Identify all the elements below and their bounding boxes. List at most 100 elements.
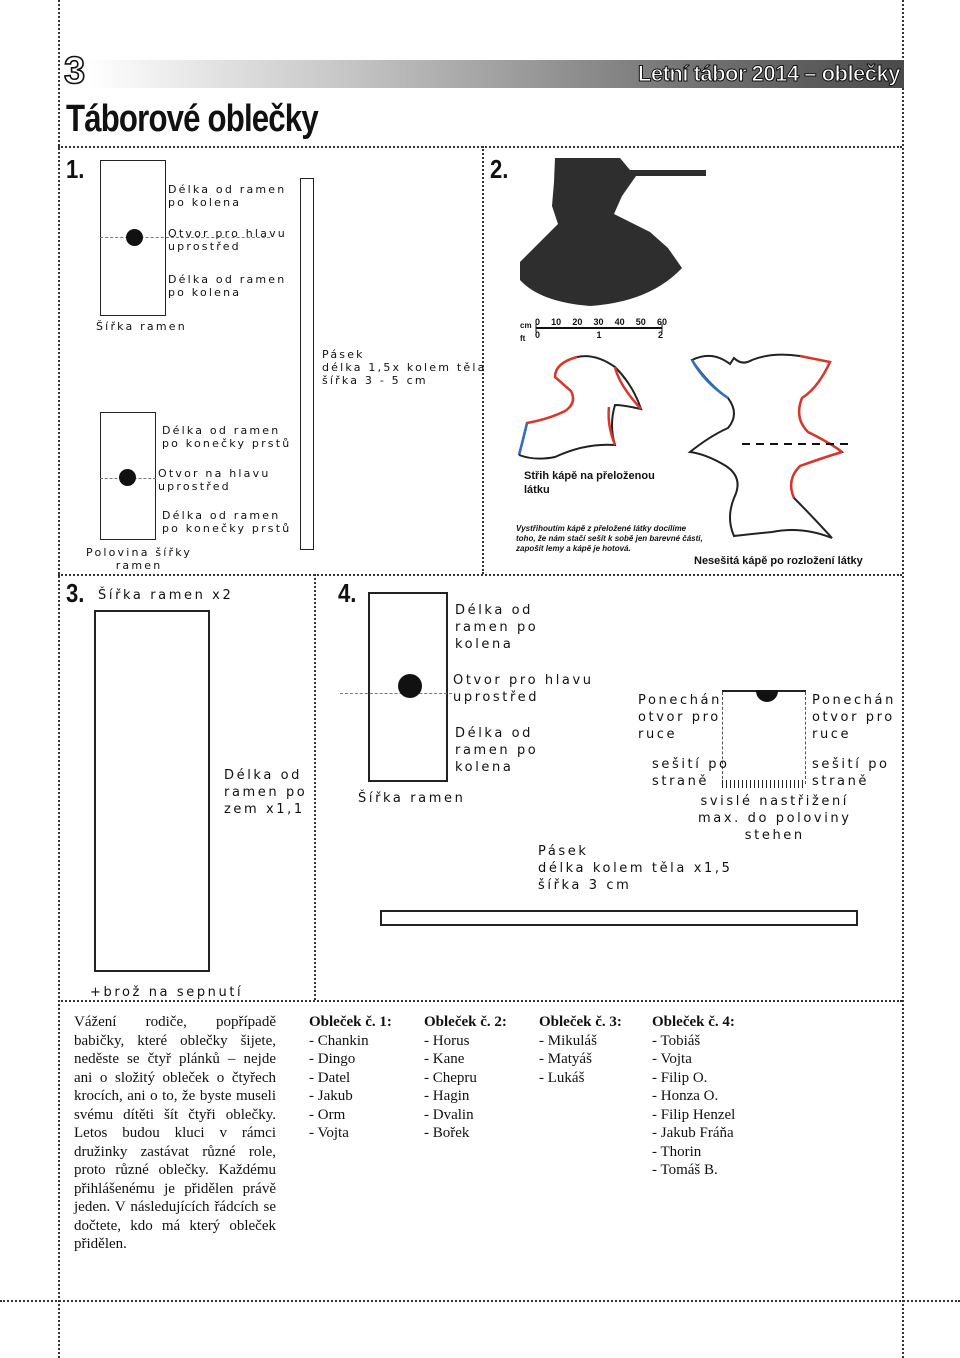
- pattern-3-brooch: +brož na sepnutí: [90, 985, 244, 1000]
- list-item: - Horus: [424, 1032, 470, 1049]
- pattern-4-midline: [340, 693, 452, 694]
- divider-row3: [58, 1000, 902, 1002]
- pattern-2-scale-ticks: 0 10 20 30 40 50 60: [535, 317, 667, 327]
- list-item: - Chepru: [424, 1069, 477, 1086]
- margin-line-left: [58, 0, 60, 1358]
- pattern-4-head-hole: [398, 674, 422, 698]
- pattern-4-front-piece: [722, 690, 806, 788]
- scale-tick: 30: [593, 317, 604, 327]
- assignment-3-title: Obleček č. 3:: [539, 1014, 622, 1030]
- pattern-4-head-hole-label: Otvor pro hlavu uprostřed: [453, 673, 594, 705]
- scale-tick: 0: [535, 317, 541, 327]
- pattern-1-head-hole: [126, 229, 143, 246]
- scale-tick: 10: [551, 317, 562, 327]
- assignment-3: Obleček č. 3: - Mikuláš - Matyáš - Lukáš: [539, 1013, 622, 1087]
- pattern-4-number: 4.: [338, 578, 357, 608]
- scale-ft-tick: 0: [535, 330, 541, 340]
- scale-ft-tick: 1: [596, 330, 602, 340]
- assignment-2: Obleček č. 2: - Horus - Kane - Chepru - …: [424, 1013, 507, 1143]
- assignment-4: Obleček č. 4: - Tobiáš - Vojta - Filip O…: [652, 1013, 735, 1180]
- pattern-2-unfolded-cape: [687, 353, 848, 539]
- list-item: - Dingo: [309, 1051, 356, 1067]
- list-item: - Filip O.: [652, 1069, 708, 1086]
- pattern-4-belt: [380, 910, 858, 926]
- list-item: - Tobiáš: [652, 1032, 701, 1049]
- pattern-3-cloak: [94, 610, 210, 972]
- assignment-2-title: Obleček č. 2:: [424, 1014, 507, 1030]
- pattern-3-length: Délka od ramen po zem x1,1: [224, 768, 308, 817]
- pattern-4-length-bottom: Délka od ramen po kolena: [455, 726, 539, 775]
- list-item: - Matyáš: [539, 1051, 592, 1067]
- assignment-4-title: Obleček č. 4:: [652, 1014, 735, 1030]
- pattern-4-fringe: svislé nastřižení max. do poloviny stehe…: [698, 794, 852, 843]
- section-title: Letní tábor 2014 – oblečky: [637, 61, 901, 87]
- pattern-2-scale-ft-unit: ft: [520, 334, 526, 343]
- intro-text: Vážení rodiče, popřípadě babičky, které …: [74, 1014, 276, 1252]
- pattern-1-number: 1.: [66, 154, 85, 184]
- pattern-4-front-side-left: [722, 692, 723, 784]
- pattern-1-shoulder-width: Šířka ramen: [96, 320, 187, 333]
- pattern-4-front-side-right: [805, 692, 806, 784]
- list-item: - Dvalin: [424, 1106, 474, 1123]
- pattern-2-number: 2.: [490, 154, 509, 184]
- pattern-3-number: 3.: [66, 578, 85, 608]
- margin-line-right: [902, 0, 904, 1358]
- list-item: - Chankin: [309, 1032, 369, 1049]
- pattern-4-front-fringe: [722, 780, 806, 788]
- pattern-1-head-hole-label: Otvor pro hlavu uprostřed: [168, 227, 287, 253]
- chapter-number: 3: [63, 50, 86, 92]
- list-item: - Lukáš: [539, 1069, 585, 1086]
- list-item: - Mikuláš: [539, 1032, 597, 1049]
- divider-row2: [58, 574, 902, 576]
- pattern-1-length-top: Délka od ramen po kolena: [168, 183, 287, 209]
- pattern-1-length-fingers-bottom: Délka od ramen po konečky prstů: [162, 509, 292, 535]
- page-title: Táborové oblečky: [66, 98, 319, 140]
- pattern-4-sewn-left: sešití po straně: [652, 757, 730, 789]
- pattern-4-front-neck: [756, 690, 778, 702]
- scale-tick: 60: [656, 317, 667, 327]
- list-item: - Datel: [309, 1069, 351, 1086]
- pattern-1-half-shoulder: Polovina šířky ramen: [86, 546, 193, 572]
- pattern-1-midline: [100, 237, 270, 238]
- list-item: - Kane: [424, 1051, 465, 1067]
- pattern-2-note: Vystřihoutím kápě z přeložené látky docí…: [516, 524, 703, 553]
- scale-tick: 40: [614, 317, 625, 327]
- list-item: - Tomáš B.: [652, 1162, 718, 1178]
- pattern-4-length-top: Délka od ramen po kolena: [455, 603, 539, 652]
- scale-tick: 20: [572, 317, 583, 327]
- pattern-4-shoulder-width: Šířka ramen: [358, 791, 466, 806]
- pattern-2-scale-unit: cm: [520, 321, 532, 330]
- divider-bottom: [0, 1300, 960, 1302]
- pattern-2-unfolded-label: Nesešitá kápě po rozložení látky: [694, 555, 863, 567]
- list-item: - Hagin: [424, 1088, 470, 1104]
- pattern-1-cape-head-hole: [119, 469, 136, 486]
- divider-col1: [482, 146, 484, 574]
- list-item: - Vojta: [652, 1051, 692, 1067]
- divider-col2: [314, 574, 316, 1000]
- pattern-2-hood-shape: [520, 158, 706, 306]
- list-item: - Bořek: [424, 1125, 470, 1141]
- pattern-2-scale: [535, 324, 663, 332]
- pattern-2-folded-label: Střih kápě na přeloženou látku: [524, 470, 655, 496]
- list-item: - Orm: [309, 1106, 346, 1123]
- pattern-1-belt-label: Pásek délka 1,5x kolem těla šířka 3 - 5 …: [322, 348, 487, 387]
- pattern-1-head-hole-2: Otvor na hlavu uprostřed: [158, 467, 271, 493]
- assignment-1-title: Obleček č. 1:: [309, 1014, 392, 1030]
- pattern-2-scale-ft-ticks: 0 1 2: [535, 330, 663, 340]
- list-item: - Jakub: [309, 1088, 353, 1104]
- pattern-4-arm-hole-left: Ponechán otvor pro ruce: [638, 693, 722, 742]
- pattern-3-width: Šířka ramen x2: [98, 588, 234, 603]
- divider-row1: [58, 146, 902, 148]
- pattern-4-sewn-right: sešití po straně: [812, 757, 890, 789]
- pattern-2-folded-cape: [517, 355, 643, 460]
- header-bar: [86, 60, 904, 88]
- pattern-4-arm-hole-right: Ponechán otvor pro ruce: [812, 693, 896, 742]
- pattern-1-length-fingers-top: Délka od ramen po konečky prstů: [162, 424, 292, 450]
- pattern-1-belt: [300, 178, 314, 550]
- list-item: - Thorin: [652, 1143, 702, 1160]
- list-item: - Filip Henzel: [652, 1106, 736, 1123]
- list-item: - Honza O.: [652, 1088, 719, 1104]
- scale-ft-tick: 2: [657, 330, 663, 340]
- list-item: - Vojta: [309, 1125, 349, 1141]
- pattern-1-length-bottom: Délka od ramen po kolena: [168, 273, 287, 299]
